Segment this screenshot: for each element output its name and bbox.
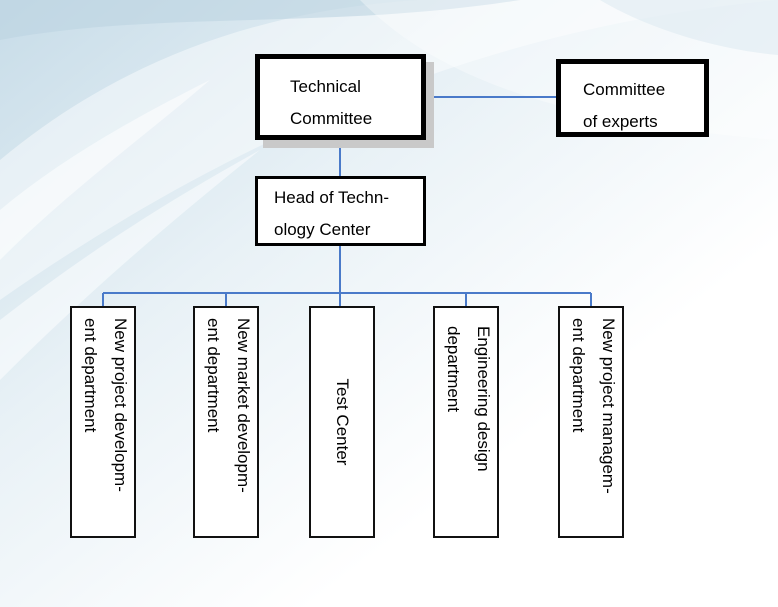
head-of-technology-center-line-1: Head of Techn- bbox=[274, 188, 389, 207]
technical-committee-line-1: Technical bbox=[290, 77, 361, 96]
technical-committee-line-2: Committee bbox=[290, 109, 373, 128]
department-label-line-1: Engineering design bbox=[474, 326, 493, 472]
department-label-line-2: ent department bbox=[569, 318, 588, 433]
department-label-line-2: ent department bbox=[204, 318, 223, 433]
committee-of-experts-box: Committee of experts bbox=[556, 59, 709, 137]
department-label-line-1: New project developm- bbox=[111, 318, 130, 492]
committee-of-experts-line-2: of experts bbox=[583, 112, 658, 131]
department-test-center: Test Center bbox=[309, 306, 375, 538]
department-label-line-2: ent department bbox=[81, 318, 100, 433]
department-label-line-1: New market developm- bbox=[234, 318, 253, 493]
technical-committee-box: Technical Committee bbox=[255, 54, 426, 140]
department-new-market-development: New market developm- ent department bbox=[193, 306, 259, 538]
committee-of-experts-line-1: Committee bbox=[583, 80, 666, 99]
department-label-line-1: Test Center bbox=[333, 378, 352, 466]
department-new-project-development: New project developm- ent department bbox=[70, 306, 136, 538]
department-engineering-design: Engineering design department bbox=[433, 306, 499, 538]
department-new-project-management: New project managem- ent department bbox=[558, 306, 624, 538]
department-label-line-1: New project managem- bbox=[599, 318, 618, 494]
head-of-technology-center-box: Head of Techn- ology Center bbox=[255, 176, 426, 246]
head-of-technology-center-line-2: ology Center bbox=[274, 220, 371, 239]
department-label-line-2: department bbox=[444, 326, 463, 412]
